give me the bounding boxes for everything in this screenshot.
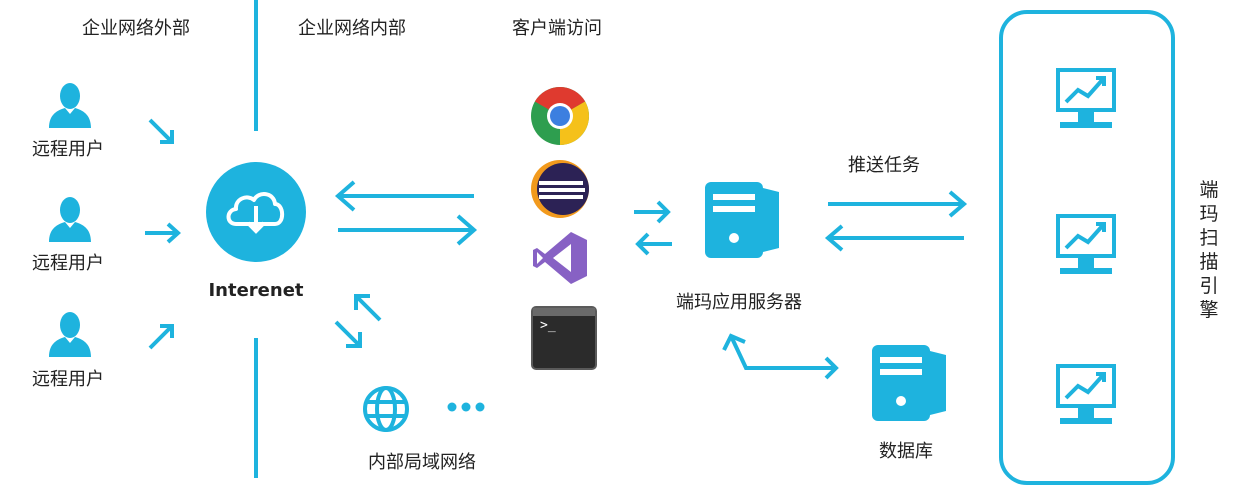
app-server-label: 端玛应用服务器 [676, 292, 802, 313]
monitor-chart-icon [1056, 364, 1116, 424]
chrome-icon [531, 87, 589, 145]
arrow-user1-to-internet [148, 118, 174, 144]
arrow-lan-to-internet [354, 294, 382, 322]
cloud-download-icon [206, 162, 306, 262]
server-icon [705, 182, 779, 258]
arrow-internet-to-clients [338, 214, 478, 246]
arrow-user3-to-internet [148, 324, 174, 350]
zone-label-outside: 企业网络外部 [82, 18, 190, 39]
lan-label: 内部局域网络 [368, 452, 476, 473]
database-label: 数据库 [879, 441, 933, 462]
remote-user-label-1: 远程用户 [32, 139, 104, 160]
zone-label-inside: 企业网络内部 [298, 18, 406, 39]
user-icon [49, 197, 91, 242]
zone-divider-bottom [254, 338, 258, 478]
monitor-chart-icon [1056, 68, 1116, 128]
remote-user-label-2: 远程用户 [32, 253, 104, 274]
terminal-icon: >_ [531, 306, 597, 370]
arrow-engine-to-server [824, 224, 964, 252]
arrow-internet-to-lan [334, 320, 362, 348]
eclipse-icon [531, 160, 589, 218]
scan-engine-container [999, 10, 1175, 485]
terminal-prompt: >_ [540, 318, 556, 333]
visual-studio-icon [533, 232, 587, 284]
terminal-titlebar [533, 308, 595, 316]
monitor-chart-icon [1056, 214, 1116, 274]
push-task-label: 推送任务 [848, 155, 920, 176]
internet-label: Interenet [208, 280, 304, 301]
zone-label-client: 客户端访问 [512, 18, 602, 39]
database-server-icon [872, 345, 946, 421]
remote-user-label-3: 远程用户 [32, 369, 104, 390]
globe-icon [363, 386, 409, 432]
arrow-push-task [828, 190, 968, 218]
arrow-server-to-clients [635, 232, 672, 256]
zone-divider-top [254, 0, 258, 131]
user-icon [49, 83, 91, 128]
arrow-server-database [722, 333, 839, 380]
arrow-user2-to-internet [145, 222, 181, 244]
scan-engine-label: 端玛扫描引擎 [1199, 179, 1219, 321]
more-dots-icon [447, 402, 485, 412]
arrow-clients-to-server [634, 200, 671, 224]
user-icon [49, 312, 91, 357]
arrow-clients-to-internet [334, 180, 474, 212]
